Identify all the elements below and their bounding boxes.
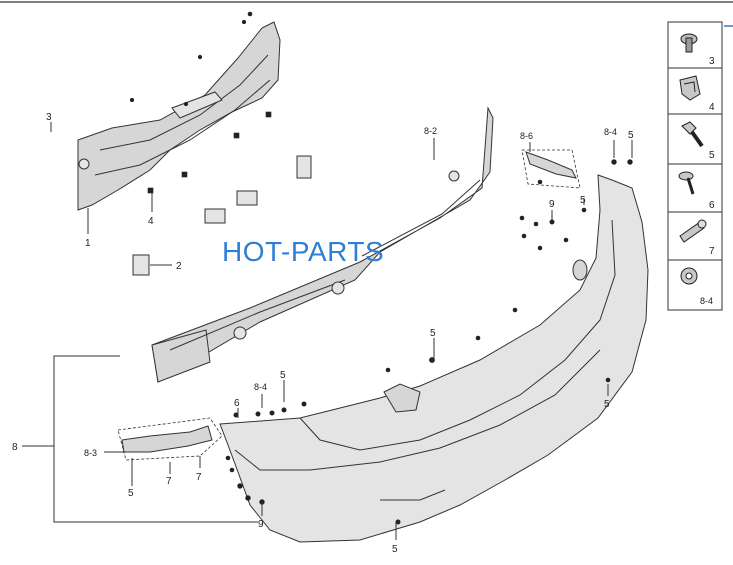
flange-screw-icon <box>680 33 698 53</box>
callout-9-left: 9 <box>258 519 264 530</box>
callout-4: 4 <box>148 216 154 227</box>
callout-7-left: 7 <box>166 476 172 487</box>
legend-num-6: 6 <box>709 200 715 211</box>
callout-5-center: 5 <box>430 328 436 339</box>
callout-5-upper-left: 5 <box>280 370 286 381</box>
part-8-6-bracket <box>521 149 581 189</box>
hex-bolt-icon <box>681 121 704 148</box>
part-1-fasteners <box>129 11 272 194</box>
legend-num-5: 5 <box>709 150 715 161</box>
legend-num-7: 7 <box>709 246 715 257</box>
part-8-bumper-cover <box>219 174 649 543</box>
callout-5-left: 5 <box>128 488 134 499</box>
spring-clip-icon <box>679 75 701 101</box>
callout-8-3: 8-3 <box>84 448 97 458</box>
callout-8-2: 8-2 <box>424 126 437 136</box>
watermark: HOT-PARTS <box>222 236 385 267</box>
part-8-3-bracket <box>117 417 223 461</box>
callout-9-right: 9 <box>549 199 555 210</box>
callout-5-right-mid: 5 <box>580 195 586 206</box>
callout-5-right-top: 5 <box>628 130 634 141</box>
bumper-fasteners <box>225 159 633 525</box>
callout-6: 6 <box>234 398 240 409</box>
callout-8-4-right: 8-4 <box>604 127 617 137</box>
part-8-2-absorber <box>151 106 494 383</box>
callout-2: 2 <box>176 261 182 272</box>
part-2-pads <box>132 155 312 276</box>
push-rivet-icon <box>679 219 707 243</box>
legend-num-4: 4 <box>709 102 715 113</box>
callout-5-right-low: 5 <box>604 399 610 410</box>
callout-labels: 3 1 4 2 8-2 8-6 8-4 5 9 5 5 5 5 8 8-3 5 … <box>12 112 634 555</box>
clip-nut-icon <box>680 267 698 285</box>
callout-7-mid: 7 <box>196 472 202 483</box>
legend-num-8-4: 8-4 <box>700 296 713 306</box>
callout-1: 1 <box>85 238 91 249</box>
callout-8: 8 <box>12 442 18 453</box>
leader-lines <box>22 122 633 540</box>
fastener-legend: 3 4 5 6 7 8-4 <box>667 21 733 311</box>
legend-num-3: 3 <box>709 56 715 67</box>
callout-8-4-left: 8-4 <box>254 382 267 392</box>
part-1-reinforcement <box>77 21 281 211</box>
callout-5-bottom: 5 <box>392 544 398 555</box>
callout-8-6: 8-6 <box>520 131 533 141</box>
callout-3: 3 <box>46 112 52 123</box>
pan-screw-icon <box>678 171 695 195</box>
